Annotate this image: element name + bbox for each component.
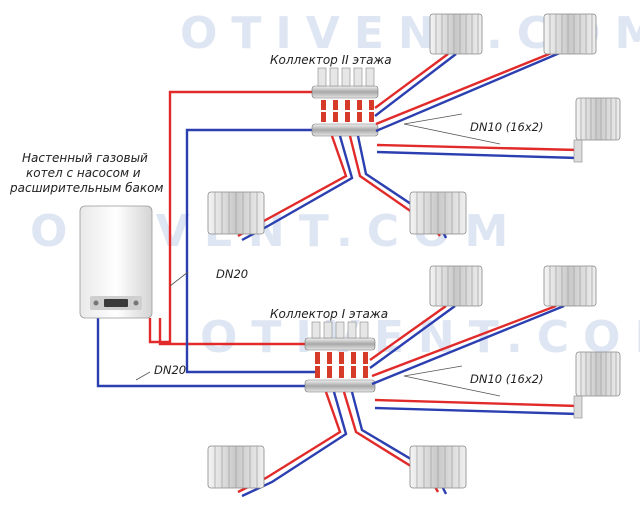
radiator-top-lower-left [207, 191, 265, 235]
collector-bottom [304, 321, 376, 393]
radiator-top-upper-left [429, 13, 483, 55]
radiator-top-vertical [573, 97, 621, 163]
pipes-bottom-floor [237, 304, 579, 498]
label-collector-bottom: Коллектор I этажа [270, 307, 388, 321]
label-boiler-line1: Настенный газовый [22, 151, 148, 165]
radiator-top-upper-right [543, 13, 597, 55]
label-dn10-bottom: DN10 (16x2) [470, 372, 543, 386]
label-dn20-riser: DN20 [216, 267, 248, 281]
label-dn10-top: DN10 (16x2) [470, 120, 543, 134]
leader-lines [135, 113, 501, 397]
label-dn20-boiler: DN20 [154, 363, 186, 377]
collector-top [311, 67, 379, 137]
radiator-bottom-upper-right [543, 265, 597, 307]
radiator-bottom-lower-right [409, 445, 467, 489]
label-collector-top: Коллектор II этажа [270, 53, 392, 67]
radiator-bottom-lower-left [207, 445, 265, 489]
label-boiler-line2: котел с насосом и [26, 166, 141, 180]
radiator-bottom-vertical [573, 351, 621, 419]
label-boiler-line3: расширительным баком [9, 181, 163, 195]
radiator-bottom-upper-left [429, 265, 483, 307]
main-risers [96, 90, 318, 388]
radiator-top-lower-right [409, 191, 467, 235]
watermark-bottom: OTIVENT.COM [200, 312, 640, 363]
pipes-top-floor [237, 50, 579, 242]
wall-boiler [79, 205, 153, 319]
